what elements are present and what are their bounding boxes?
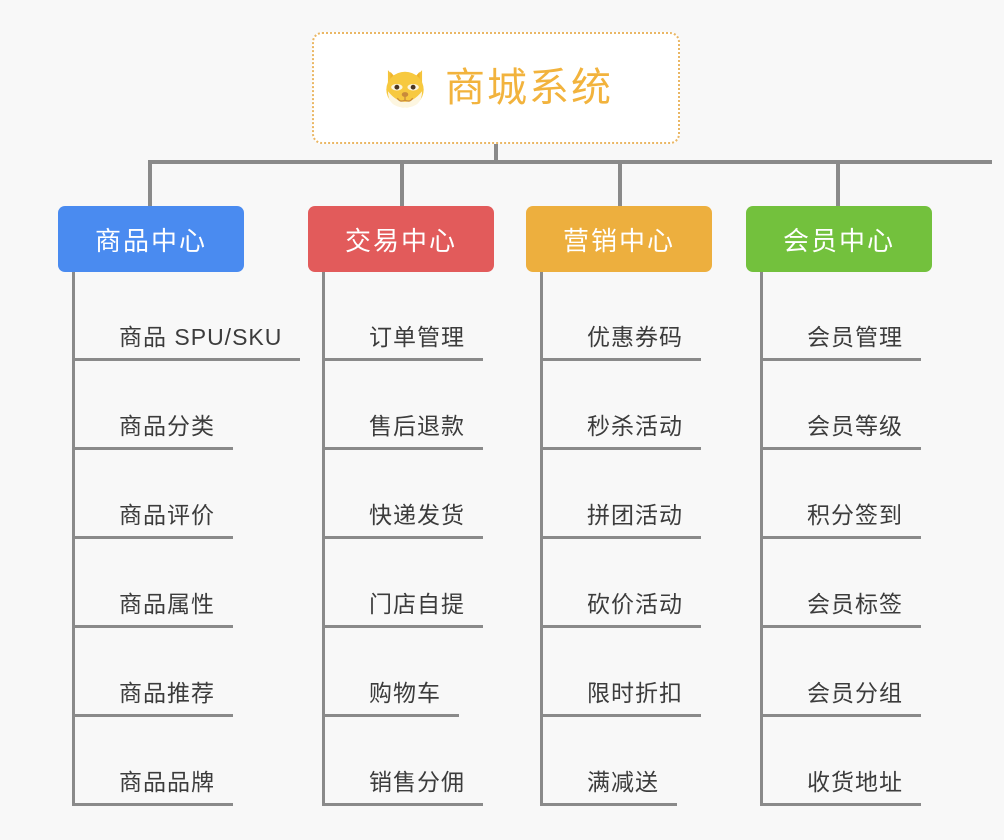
leaf-label: 商品推荐 [75,682,233,717]
list-item[interactable]: 满减送 [543,717,773,806]
category-label: 会员中心 [782,225,895,256]
connector-root-stem [494,144,498,162]
category-header-trade-center[interactable]: 交易中心 [308,206,494,272]
leaf-label: 商品评价 [75,504,233,539]
category-header-product-center[interactable]: 商品中心 [58,206,244,272]
list-item[interactable]: 商品属性 [75,539,305,628]
leaf-list-product-center: 商品 SPU/SKU 商品分类 商品评价 商品属性 商品推荐 商品品牌 [72,272,305,806]
shiba-dog-emoji-icon [386,70,424,110]
list-item[interactable]: 会员分组 [763,628,993,717]
list-item[interactable]: 销售分佣 [325,717,555,806]
category-header-member-center[interactable]: 会员中心 [746,206,932,272]
leaf-label: 满减送 [543,771,677,806]
branch-product-center: 商品中心 商品 SPU/SKU 商品分类 商品评价 商品属性 商品推荐 商品品牌 [58,206,305,806]
leaf-label: 收货地址 [763,771,921,806]
category-header-marketing-center[interactable]: 营销中心 [526,206,712,272]
list-item[interactable]: 购物车 [325,628,555,717]
list-item[interactable]: 售后退款 [325,361,555,450]
root-node-mall-system[interactable]: 商城系统 [312,32,680,144]
list-item[interactable]: 会员等级 [763,361,993,450]
list-item[interactable]: 订单管理 [325,272,555,361]
leaf-label: 积分签到 [763,504,921,539]
list-item[interactable]: 会员标签 [763,539,993,628]
connector-drop-4 [836,160,840,206]
list-item[interactable]: 商品分类 [75,361,305,450]
leaf-label: 会员标签 [763,593,921,628]
branch-trade-center: 交易中心 订单管理 售后退款 快递发货 门店自提 购物车 销售分佣 [308,206,555,806]
list-item[interactable]: 砍价活动 [543,539,773,628]
leaf-label: 拼团活动 [543,504,701,539]
leaf-label: 优惠券码 [543,326,701,361]
leaf-label: 商品 SPU/SKU [75,326,301,361]
leaf-label: 快递发货 [325,504,483,539]
list-item[interactable]: 拼团活动 [543,450,773,539]
list-item[interactable]: 会员管理 [763,272,993,361]
leaf-label: 砍价活动 [543,593,701,628]
list-item[interactable]: 门店自提 [325,539,555,628]
connector-drop-2 [400,160,404,206]
connector-horizontal-bus [148,160,992,164]
leaf-label: 商品分类 [75,415,233,450]
leaf-label: 售后退款 [325,415,483,450]
leaf-label: 购物车 [325,682,459,717]
list-item[interactable]: 积分签到 [763,450,993,539]
root-title: 商城系统 [445,66,613,110]
list-item[interactable]: 限时折扣 [543,628,773,717]
leaf-label: 会员管理 [763,326,921,361]
category-label: 商品中心 [94,225,207,256]
leaf-label: 销售分佣 [325,771,483,806]
connector-drop-3 [618,160,622,206]
leaf-list-member-center: 会员管理 会员等级 积分签到 会员标签 会员分组 收货地址 [760,272,993,806]
leaf-label: 门店自提 [325,593,483,628]
list-item[interactable]: 收货地址 [763,717,993,806]
leaf-list-trade-center: 订单管理 售后退款 快递发货 门店自提 购物车 销售分佣 [322,272,555,806]
category-label: 交易中心 [344,225,457,256]
list-item[interactable]: 优惠券码 [543,272,773,361]
leaf-label: 会员等级 [763,415,921,450]
leaf-label: 订单管理 [325,326,483,361]
leaf-label: 限时折扣 [543,682,701,717]
list-item[interactable]: 商品品牌 [75,717,305,806]
list-item[interactable]: 商品评价 [75,450,305,539]
list-item[interactable]: 商品推荐 [75,628,305,717]
leaf-label: 会员分组 [763,682,921,717]
leaf-list-marketing-center: 优惠券码 秒杀活动 拼团活动 砍价活动 限时折扣 满减送 [540,272,773,806]
branch-member-center: 会员中心 会员管理 会员等级 积分签到 会员标签 会员分组 收货地址 [746,206,993,806]
list-item[interactable]: 秒杀活动 [543,361,773,450]
category-label: 营销中心 [562,225,675,256]
leaf-label: 商品品牌 [75,771,233,806]
branch-marketing-center: 营销中心 优惠券码 秒杀活动 拼团活动 砍价活动 限时折扣 满减送 [526,206,773,806]
leaf-label: 商品属性 [75,593,233,628]
connector-drop-1 [148,160,152,206]
list-item[interactable]: 商品 SPU/SKU [75,272,305,361]
list-item[interactable]: 快递发货 [325,450,555,539]
leaf-label: 秒杀活动 [543,415,701,450]
